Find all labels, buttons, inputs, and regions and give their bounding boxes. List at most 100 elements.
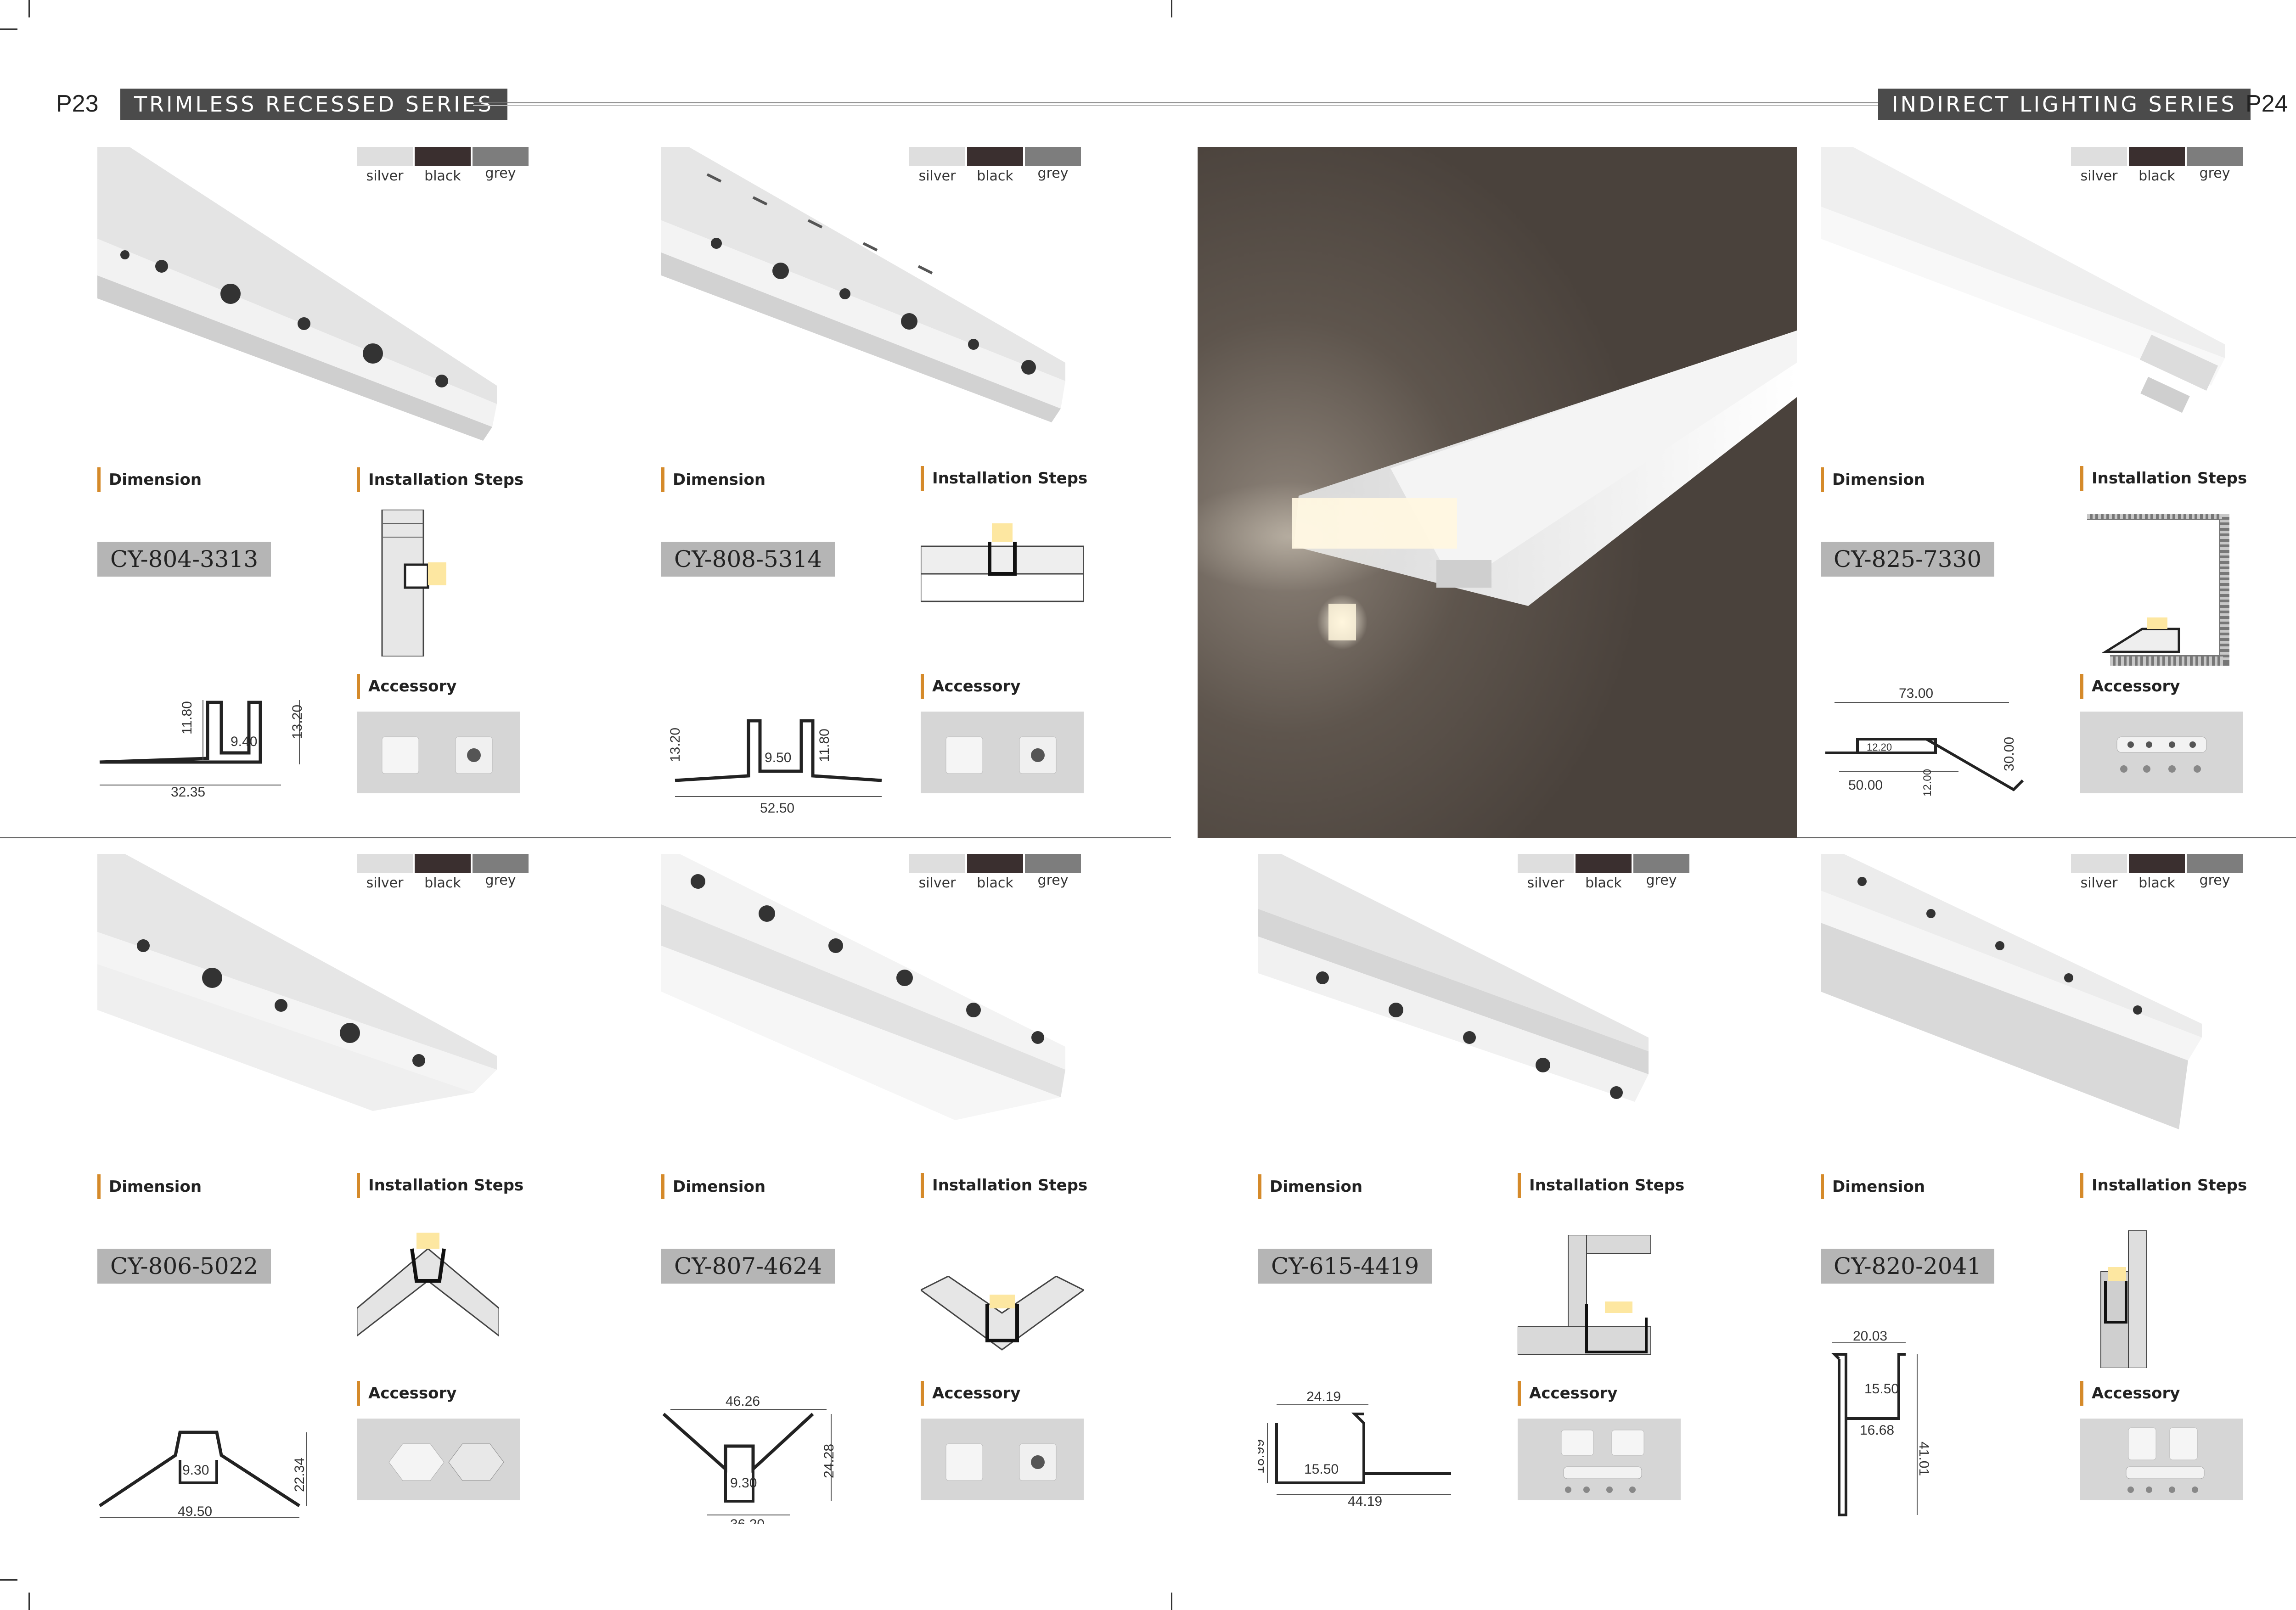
dim-value: 12.00: [1921, 769, 1934, 797]
dimension-label: Dimension: [1821, 1174, 1925, 1199]
swatch-label: grey: [1646, 872, 1677, 888]
swatch-label: grey: [2199, 165, 2230, 181]
dim-value: 15.50: [1304, 1462, 1339, 1477]
product-image: [1821, 147, 2225, 413]
swatch-silver[interactable]: [2071, 147, 2127, 166]
swatch-silver[interactable]: [2071, 854, 2127, 873]
divider-left: [0, 837, 1171, 838]
product-block: silver black grey Dimension Installation…: [661, 147, 1226, 854]
accessory-label: Accessory: [357, 674, 456, 699]
swatch-black[interactable]: [415, 147, 471, 166]
installation-diagram: [381, 510, 446, 656]
model-number: CY-825-7330: [1821, 542, 1995, 577]
swatch-silver[interactable]: [909, 854, 965, 873]
swatch-label: grey: [1037, 165, 1069, 181]
installation-diagram: [921, 1276, 1084, 1351]
swatch-label: grey: [2199, 872, 2230, 888]
installation-diagram: [921, 523, 1084, 602]
accessory-label: Accessory: [2080, 1381, 2180, 1406]
dim-value: 9.40: [231, 734, 257, 749]
swatch-label: silver: [2080, 875, 2118, 891]
accessory-label: Accessory: [921, 674, 1020, 699]
swatch-black[interactable]: [2129, 854, 2185, 873]
dimension-drawing: 73.00 12.20 30.00 50.00 12.00: [1825, 686, 2024, 797]
accessory-label: Accessory: [357, 1381, 456, 1406]
dimension-label: Dimension: [97, 467, 202, 492]
swatch-label: black: [2138, 168, 2175, 184]
swatch-grey[interactable]: [1633, 854, 1689, 873]
swatch-black[interactable]: [415, 854, 471, 873]
accessory-label: Accessory: [2080, 674, 2180, 699]
dim-value: 12.20: [1867, 741, 1892, 753]
lifestyle-photo: [1198, 147, 1797, 838]
dim-value: 41.01: [1916, 1442, 1931, 1476]
swatch-silver[interactable]: [909, 147, 965, 166]
product-image: [661, 854, 1065, 1120]
crop-mark: [1171, 1593, 1172, 1610]
installation-diagram: [357, 1233, 499, 1337]
swatch-black[interactable]: [2129, 147, 2185, 166]
model-number: CY-820-2041: [1821, 1249, 1995, 1284]
swatch-grey[interactable]: [1025, 147, 1081, 166]
accessory-image: [357, 1419, 520, 1500]
dim-value: 73.00: [1899, 686, 1933, 701]
installation-diagram: [2087, 514, 2229, 666]
swatch-silver[interactable]: [357, 147, 413, 166]
swatch-black[interactable]: [1576, 854, 1632, 873]
page-number-left: P23: [56, 90, 99, 117]
model-number: CY-806-5022: [97, 1249, 271, 1284]
accessory-image: [921, 1419, 1084, 1500]
crop-mark: [28, 1593, 30, 1610]
dim-value: 20.03: [1853, 1331, 1887, 1344]
swatch-label: black: [1585, 875, 1622, 891]
swatch-label: black: [424, 875, 461, 891]
installation-label: Installation Steps: [1518, 1173, 1684, 1198]
swatch-silver[interactable]: [357, 854, 413, 873]
product-image: [1258, 854, 1649, 1102]
dimension-label: Dimension: [661, 1174, 765, 1199]
product-block: silver black grey Dimension Installation…: [97, 147, 662, 854]
crop-mark: [0, 28, 17, 30]
swatch-silver[interactable]: [1518, 854, 1574, 873]
swatch-black[interactable]: [967, 854, 1023, 873]
product-image: [1821, 854, 2202, 1129]
product-block: silver black grey Dimension Installation…: [1821, 147, 2296, 854]
swatch-grey[interactable]: [2187, 147, 2243, 166]
installation-label: Installation Steps: [2080, 466, 2247, 491]
product-image: [97, 854, 497, 1111]
dim-value: 16.68: [1860, 1423, 1894, 1438]
dim-value: 22.34: [292, 1458, 307, 1492]
divider-right: [1797, 837, 2296, 838]
dim-value: 24.28: [822, 1444, 837, 1478]
installation-label: Installation Steps: [357, 467, 523, 492]
dim-value: 9.50: [765, 750, 791, 765]
dimension-drawing: 13.20 9.50 11.80 52.50: [668, 719, 882, 816]
swatch-grey[interactable]: [1025, 854, 1081, 873]
product-image: [97, 147, 497, 441]
model-number: CY-615-4419: [1258, 1249, 1432, 1284]
accessory-label: Accessory: [1518, 1381, 1617, 1406]
swatch-label: silver: [918, 875, 956, 891]
swatch-grey[interactable]: [473, 147, 529, 166]
header-rule: [473, 102, 1878, 106]
swatch-label: black: [977, 168, 1013, 184]
dim-value: 11.80: [180, 701, 195, 735]
swatch-grey[interactable]: [473, 854, 529, 873]
dim-value: 11.80: [817, 729, 832, 762]
swatch-label: grey: [485, 872, 516, 888]
dim-value: 50.00: [1848, 778, 1883, 793]
accessory-image: [1518, 1419, 1681, 1500]
dim-value: 36.20: [730, 1517, 765, 1524]
crop-mark: [28, 0, 30, 17]
swatch-black[interactable]: [967, 147, 1023, 166]
swatch-grey[interactable]: [2187, 854, 2243, 873]
page-number-right: P24: [2245, 90, 2288, 117]
dim-value: 18.99: [1258, 1439, 1267, 1474]
product-block: silver black grey Dimension Installation…: [1821, 854, 2296, 1561]
model-number: CY-807-4624: [661, 1249, 835, 1284]
dimension-drawing: 9.30 22.34 49.50: [99, 1430, 307, 1519]
swatch-label: silver: [366, 875, 404, 891]
swatch-label: black: [977, 875, 1013, 891]
dim-value: 46.26: [726, 1396, 760, 1409]
accessory-label: Accessory: [921, 1381, 1020, 1406]
